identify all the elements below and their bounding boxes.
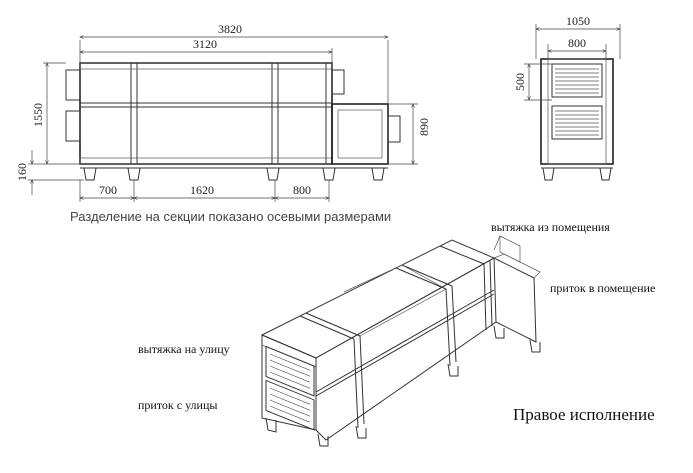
section-caption: Разделение на секции показано осевыми ра… xyxy=(70,209,391,224)
dim-height-total: 1550 xyxy=(31,103,45,127)
dim-section-2: 1620 xyxy=(190,183,214,197)
isometric-view xyxy=(260,235,541,447)
side-view: 3820 3120 1550 160 890 700 1620 800 xyxy=(15,22,431,202)
iso-grille-top xyxy=(265,345,315,397)
label-supply-from-street: приток с улицы xyxy=(138,398,217,412)
iso-front-face xyxy=(315,257,497,441)
iso-grille-bottom xyxy=(265,379,315,431)
end-grille-bottom xyxy=(551,105,603,140)
heater-section xyxy=(331,103,389,165)
label-version: Правое исполнение xyxy=(513,405,655,424)
dim-end-body-width: 800 xyxy=(568,36,586,50)
end-grille-top xyxy=(551,63,603,98)
dim-end-grille-height: 500 xyxy=(513,73,527,91)
dim-end-total-width: 1050 xyxy=(566,14,590,28)
duct-stub-right-heater xyxy=(387,115,401,143)
iso-heater xyxy=(493,257,537,343)
dim-heater-height: 890 xyxy=(417,118,431,136)
dim-base-height: 160 xyxy=(15,163,29,181)
duct-stub-left-top xyxy=(65,69,81,101)
dim-section-1: 700 xyxy=(99,183,117,197)
dim-main-length: 3120 xyxy=(193,37,217,51)
dim-section-3: 800 xyxy=(293,183,311,197)
label-exhaust-from-room: вытяжка из помещения xyxy=(491,220,610,234)
duct-stub-right-top xyxy=(331,69,345,95)
iso-end-face xyxy=(261,334,317,431)
iso-top-face xyxy=(260,239,496,359)
label-exhaust-to-street: вытяжка на улицу xyxy=(138,342,230,356)
end-view: 1050 800 500 xyxy=(513,14,620,181)
duct-stub-left-bottom xyxy=(65,110,81,142)
label-supply-to-room: приток в помещение xyxy=(550,281,655,295)
dim-total-length: 3820 xyxy=(218,22,242,36)
unit-body-outline xyxy=(79,62,333,165)
